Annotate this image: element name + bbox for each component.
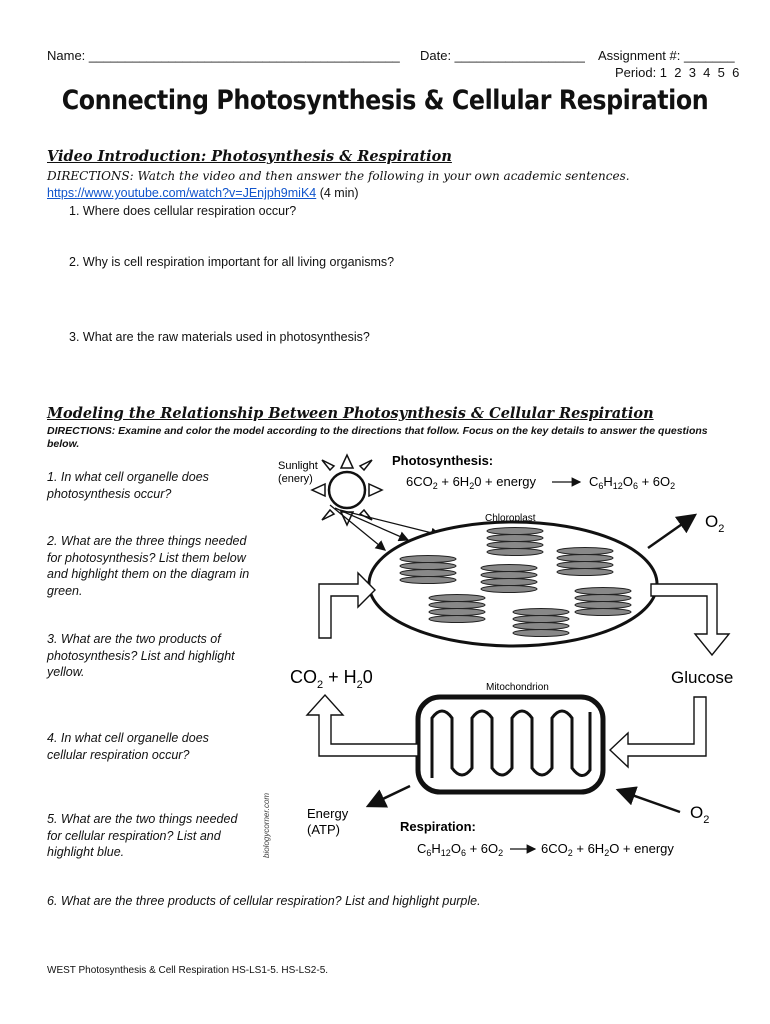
co2-into-chloroplast-arrow (318, 571, 376, 639)
model-question-4: 4. In what cell organelle does cellular … (47, 731, 209, 762)
o2-reactant-symbol: O (690, 803, 703, 822)
co2-h2o-symbol: CO (290, 667, 317, 687)
name-field-label: Name: __________________________________… (47, 48, 400, 63)
question-3: 3. What are the raw materials used in ph… (69, 330, 370, 344)
co2-out-arrow (305, 693, 419, 757)
footer: WEST Photosynthesis & Cell Respiration H… (47, 965, 329, 976)
energy-label: Energy (307, 806, 349, 821)
photosynthesis-label: Photosynthesis: (392, 453, 493, 468)
atp-label: (ATP) (307, 822, 340, 837)
o2-product-symbol: O (705, 512, 718, 531)
co2-h2o-label: CO2 + H20 (290, 667, 373, 691)
page-title: Connecting Photosynthesis & Cellular Res… (61, 85, 709, 116)
o2-out-arrow (647, 513, 698, 550)
model-question-5: 5. What are the two things needed for ce… (47, 812, 238, 859)
glucose-label: Glucose (671, 668, 733, 687)
glucose-into-mitochondrion-arrow (608, 696, 707, 769)
model-question-1: 1. In what cell organelle does photosynt… (47, 470, 209, 501)
credit-label: biologycorner.com (262, 793, 271, 858)
question-2: 2. Why is cell respiration important for… (69, 255, 395, 269)
model-question-2: 2. What are the three things needed for … (47, 534, 250, 598)
o2-in-arrow (615, 786, 681, 814)
section1-directions: DIRECTIONS: Watch the video and then ans… (47, 169, 630, 183)
respiration-label: Respiration: (400, 819, 476, 834)
mitochondrion-label: Mitochondrion (486, 682, 549, 693)
assignment-field-label: Assignment #: _______ (598, 48, 735, 63)
thylakoid-stacks (399, 527, 632, 637)
sunlight-arrows (329, 504, 442, 551)
respiration-equation-right: 6CO2 + 6H2O + energy (541, 841, 674, 858)
o2-reactant-label: O2 (690, 803, 709, 826)
period-label: Period: 1 2 3 4 5 6 (615, 65, 740, 80)
glucose-out-arrow (650, 583, 731, 657)
video-link[interactable]: https://www.youtube.com/watch?v=JEnjph9m… (47, 186, 317, 200)
question-1: 1. Where does cellular respiration occur… (69, 204, 297, 218)
section2-directions: DIRECTIONS: Examine and color the model … (47, 425, 708, 450)
video-duration: (4 min) (316, 186, 359, 200)
energy-note-label: (enery) (278, 473, 313, 485)
model-question-3: 3. What are the two products of photosyn… (47, 632, 235, 679)
photosynthesis-equation-left: 6CO2 + 6H20 + energy (406, 474, 536, 491)
cristae-folds (430, 709, 592, 778)
section2-heading: Modeling the Relationship Between Photos… (47, 405, 654, 422)
sun-icon (310, 453, 384, 527)
section1-heading: Video Introduction: Photosynthesis & Res… (47, 148, 452, 165)
model-question-6: 6. What are the three products of cellul… (47, 894, 481, 908)
date-field-label: Date: __________________ (420, 48, 585, 63)
energy-out-arrow (365, 784, 411, 808)
sunlight-label: Sunlight (278, 460, 318, 472)
photosynthesis-equation-right: C6H12O6 + 6O2 (589, 474, 675, 491)
respiration-equation-left: C6H12O6 + 6O2 (417, 841, 503, 858)
o2-product-label: O2 (705, 512, 724, 535)
chloroplast-label: Chloroplast (485, 513, 536, 524)
video-link-line: https://www.youtube.com/watch?v=JEnjph9m… (47, 186, 359, 200)
